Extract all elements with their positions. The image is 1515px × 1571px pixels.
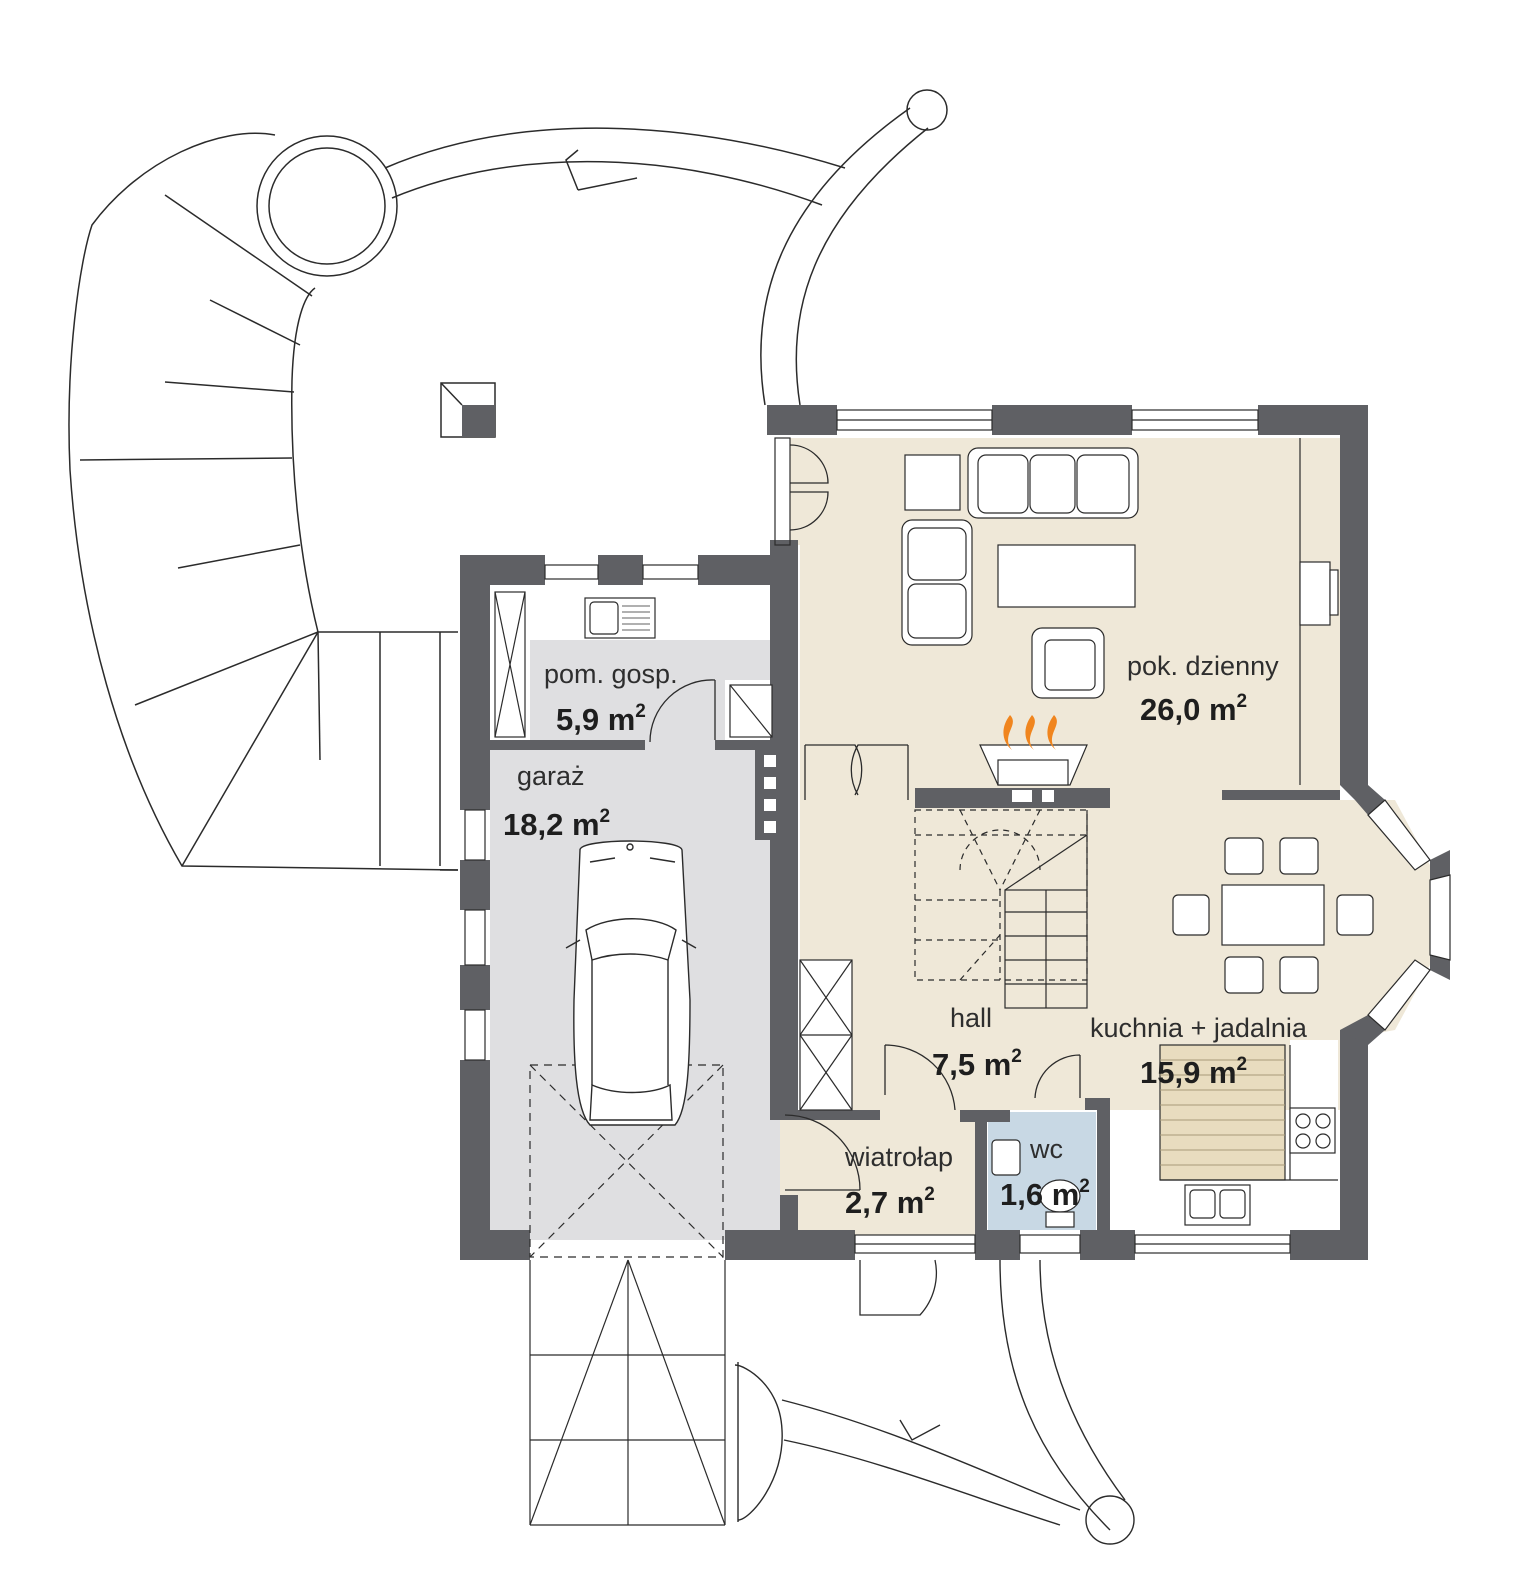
- room-area-wc: 1,6 m2: [1000, 1176, 1090, 1212]
- car-icon: [565, 840, 697, 1126]
- garage-vents: [764, 755, 776, 833]
- utility-fittings: [494, 591, 773, 738]
- room-name-garaz: garaż: [517, 761, 585, 791]
- room-name-wiatrolap: wiatrołap: [844, 1142, 953, 1172]
- windows: [464, 409, 1451, 1254]
- fireplace-icon: [979, 715, 1088, 802]
- room-name-pok-dzienny: pok. dzienny: [1127, 651, 1279, 681]
- room-name-kuchnia: kuchnia + jadalnia: [1090, 1013, 1308, 1043]
- front-terrace: [734, 1259, 1135, 1545]
- room-area-garaz: 18,2 m2: [503, 806, 610, 842]
- chimney: [440, 382, 496, 438]
- room-area-hall: 7,5 m2: [932, 1046, 1022, 1082]
- kitchen-units: [1159, 1044, 1338, 1181]
- living-furniture: [901, 447, 1339, 699]
- staircase: [914, 809, 1088, 1009]
- room-name-wc: wc: [1029, 1134, 1063, 1164]
- dining-table: [1172, 837, 1374, 994]
- room-area-pom-gosp: 5,9 m2: [556, 701, 646, 737]
- room-name-hall: hall: [950, 1003, 992, 1033]
- stove-icon: [1289, 1107, 1336, 1154]
- room-area-pok-dzienny: 26,0 m2: [1140, 691, 1247, 727]
- hall-wardrobe: [799, 959, 853, 1111]
- room-labels: pom. gosp. 5,9 m2 garaż 18,2 m2 pok. dzi…: [503, 651, 1308, 1220]
- room-area-kuchnia: 15,9 m2: [1140, 1054, 1247, 1090]
- garage-door-area: [529, 1064, 726, 1526]
- terrace-outline: [68, 89, 948, 871]
- sink-icon: [1184, 1184, 1251, 1226]
- toilet-icon: [991, 1139, 1081, 1228]
- room-name-pom-gosp: pom. gosp.: [544, 659, 678, 689]
- room-area-wiatrolap: 2,7 m2: [845, 1184, 935, 1220]
- walls: [460, 405, 1450, 1260]
- doors: [649, 444, 1081, 1316]
